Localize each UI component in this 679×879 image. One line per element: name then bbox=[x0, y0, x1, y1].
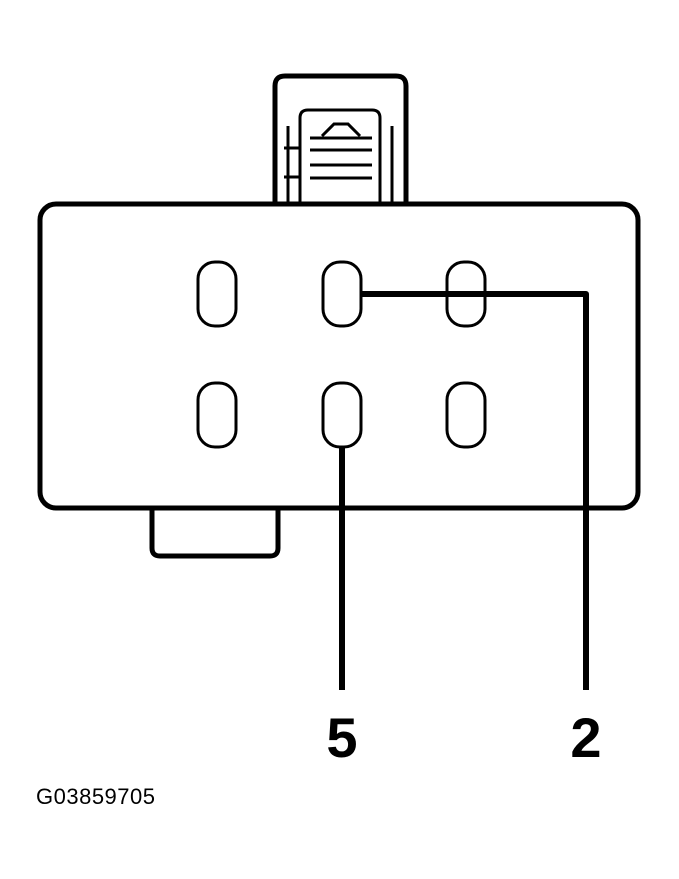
key-tab bbox=[149, 502, 281, 559]
pin-cavity bbox=[196, 260, 238, 328]
latch-detail bbox=[284, 108, 394, 205]
locking-tab bbox=[272, 73, 409, 211]
pin-cavity bbox=[321, 381, 363, 449]
pin-label-5: 5 bbox=[326, 706, 357, 769]
figure-id: G03859705 bbox=[36, 784, 156, 809]
pin-cavity bbox=[445, 381, 487, 449]
pin-cavity bbox=[321, 260, 363, 328]
pin-label-2: 2 bbox=[570, 706, 601, 769]
pin-cavity bbox=[196, 381, 238, 449]
leader-line-pin-2 bbox=[361, 291, 589, 690]
